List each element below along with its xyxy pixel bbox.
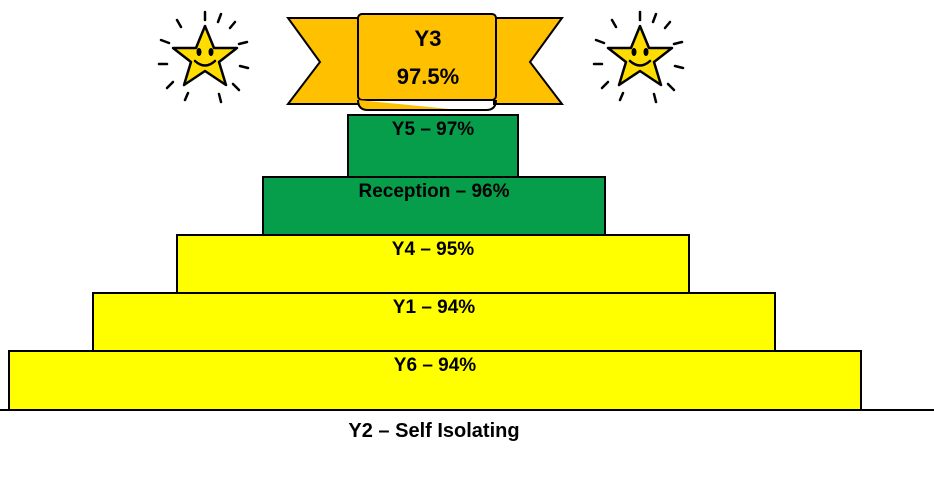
tier-label: Y5 – 97%: [391, 119, 475, 140]
tier-label: Y1 – 94%: [392, 297, 476, 318]
self-isolating-note: Y2 – Self Isolating: [348, 420, 520, 442]
tier-y5: Y5 – 97%: [347, 114, 519, 178]
tier-y6: Y6 – 94%: [8, 350, 862, 410]
smiling-star-icon: [592, 10, 685, 104]
tier-label: Y6 – 94%: [393, 355, 477, 376]
tier-y1: Y1 – 94%: [92, 292, 776, 352]
ground-line: [0, 409, 934, 411]
smiling-star-icon: [157, 10, 250, 104]
winner-banner: [285, 13, 565, 111]
tier-label: Reception – 96%: [358, 181, 510, 202]
banner-class-name: Y3: [414, 26, 442, 51]
tier-reception: Reception – 96%: [262, 176, 606, 236]
tier-y4: Y4 – 95%: [176, 234, 690, 294]
tier-label: Y4 – 95%: [391, 239, 475, 260]
banner-percent: 97.5%: [396, 64, 460, 89]
